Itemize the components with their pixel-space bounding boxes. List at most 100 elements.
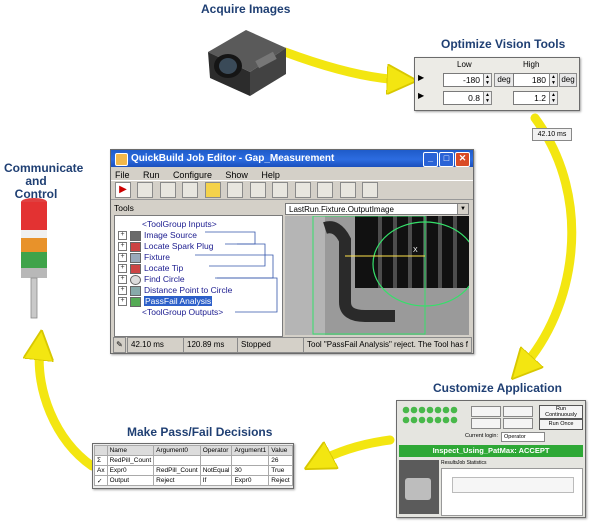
decision-table: Name Argument0 Operator Argument1 Value …: [94, 445, 293, 486]
tree-node[interactable]: +Locate Spark Plug: [118, 241, 282, 252]
close-button[interactable]: ✕: [455, 152, 470, 167]
status-state: Stopped: [237, 337, 304, 353]
menu-configure[interactable]: Configure: [172, 170, 212, 180]
image-selector-dropdown[interactable]: LastRun.Fixture.OutputImage ▼: [285, 203, 469, 215]
camera-icon: [208, 30, 286, 96]
expand-icon: +: [118, 286, 127, 296]
low-angle-spinner[interactable]: ▲▼: [483, 73, 492, 87]
maximize-button[interactable]: □: [439, 152, 454, 167]
expand-icon: +: [118, 231, 127, 241]
timing-readout: 42.10 ms: [532, 128, 572, 141]
camera-icon: [130, 230, 141, 241]
tree-node[interactable]: +Image Source: [118, 230, 282, 241]
arrow-optimize-to-customize: [522, 113, 577, 368]
toolbar-button[interactable]: [182, 182, 199, 198]
sum-icon: Σ: [94, 455, 108, 466]
tree-node[interactable]: +Distance Point to Circle: [118, 285, 282, 296]
column-header: Argument1: [231, 445, 270, 456]
tree-node[interactable]: +Find Circle: [118, 274, 282, 285]
current-login-label: Current login:: [465, 433, 499, 439]
status-time-2: 120.89 ms: [183, 337, 238, 353]
window-titlebar: QuickBuild Job Editor - Gap_Measurement …: [111, 150, 473, 167]
menu-help[interactable]: Help: [261, 170, 280, 180]
menu-file[interactable]: File: [115, 170, 130, 180]
caption-make-pass-fail-decisions: Make Pass/Fail Decisions: [127, 425, 273, 439]
caption-communicate-control: Communicate and Control: [4, 161, 84, 201]
fixture-icon: [130, 252, 141, 263]
expand-icon: +: [118, 242, 127, 252]
tree-node[interactable]: +Locate Tip: [118, 263, 282, 274]
expand-icon: +: [118, 297, 127, 307]
run-continuously-button[interactable]: Run Continuously: [539, 405, 583, 419]
table-row[interactable]: Σ RedPill_Count 26: [94, 455, 293, 466]
inspection-image-view[interactable]: X: [285, 216, 469, 335]
app-button[interactable]: [471, 418, 501, 429]
app-button[interactable]: [503, 406, 533, 417]
toolbar-button[interactable]: [294, 182, 311, 198]
tree-node[interactable]: <ToolGroup Inputs>: [142, 219, 217, 229]
low-angle-field[interactable]: -180: [443, 73, 484, 87]
expression-icon: Ax: [94, 465, 108, 476]
high-angle-spinner[interactable]: ▲▼: [549, 73, 558, 87]
pattern-icon: [130, 241, 141, 252]
table-row[interactable]: Ax Expr0 RedPill_Count NotEqual 30 True: [94, 465, 293, 476]
high-angle-unit: deg: [559, 73, 577, 87]
results-panel: [441, 468, 583, 516]
tab-job-statistics[interactable]: Job Statistics: [457, 460, 487, 466]
arrow-customize-to-decisions: [318, 435, 395, 462]
app-button[interactable]: [503, 418, 533, 429]
status-indicator-grid: [400, 405, 464, 427]
svg-text:X: X: [413, 247, 418, 254]
arrow-acquire-to-optimize: [280, 47, 402, 80]
toolbar-button[interactable]: [317, 182, 334, 198]
toolbar-button[interactable]: [137, 182, 154, 198]
tree-node-selected[interactable]: +PassFail Analysis: [118, 296, 282, 307]
run-icon[interactable]: ▶: [115, 182, 131, 198]
column-header: Operator: [199, 445, 233, 456]
low-scale-spinner[interactable]: ▲▼: [483, 91, 492, 105]
circle-icon: [130, 274, 141, 285]
toolbar-button[interactable]: [339, 182, 356, 198]
toolbar-button[interactable]: [361, 182, 378, 198]
quickbuild-job-editor-window: QuickBuild Job Editor - Gap_Measurement …: [110, 149, 474, 354]
high-angle-field[interactable]: 180: [513, 73, 550, 87]
part-image-thumbnail: [399, 460, 439, 514]
low-angle-unit: deg: [494, 73, 514, 87]
signal-tower-light-icon: [21, 198, 47, 319]
header-high: High: [523, 60, 540, 69]
toolbar-button[interactable]: [159, 182, 176, 198]
chevron-down-icon[interactable]: ▼: [457, 204, 468, 214]
window-title: QuickBuild Job Editor - Gap_Measurement: [131, 153, 335, 164]
caption-acquire-images: Acquire Images: [201, 2, 291, 16]
table-row[interactable]: ✓ Output Reject If Expr0 Reject: [94, 475, 293, 486]
expand-icon: +: [118, 264, 127, 274]
current-login-select[interactable]: Operator: [501, 432, 545, 442]
high-scale-spinner[interactable]: ▲▼: [549, 91, 558, 105]
toolbar-button[interactable]: [272, 182, 289, 198]
menu-show[interactable]: Show: [225, 170, 248, 180]
toolbar-button[interactable]: [249, 182, 266, 198]
tree-node[interactable]: <ToolGroup Outputs>: [142, 307, 224, 317]
status-message: Tool "PassFail Analysis" reject. The Too…: [303, 337, 472, 353]
high-scale-field[interactable]: 1.2: [513, 91, 550, 105]
column-header: Name: [106, 445, 155, 456]
tree-node[interactable]: +Fixture: [118, 252, 282, 263]
menu-run[interactable]: Run: [142, 170, 160, 180]
settings-icon[interactable]: [204, 182, 221, 198]
app-button[interactable]: [471, 406, 501, 417]
minimize-button[interactable]: _: [423, 152, 438, 167]
low-scale-field[interactable]: 0.8: [443, 91, 484, 105]
row-pointer-icon: ▶: [418, 73, 425, 82]
tab-results[interactable]: Results: [441, 460, 458, 466]
arrow-decisions-to-communicate: [39, 345, 97, 471]
tool-connection-lines: [195, 231, 278, 313]
toolbar-button[interactable]: [227, 182, 244, 198]
output-icon: ✓: [94, 475, 108, 486]
tools-tree-panel: <ToolGroup Inputs> +Image Source +Locate…: [114, 215, 283, 337]
status-icon: ✎: [113, 337, 126, 353]
header-low: Low: [457, 60, 472, 69]
run-once-button[interactable]: Run Once: [539, 419, 583, 430]
status-time-1: 42.10 ms: [127, 337, 184, 353]
optimize-parameters-panel: Low High ▶ -180 ▲▼ deg 180 ▲▼ deg ▶ 0.8 …: [414, 57, 580, 111]
column-header: Value: [268, 445, 293, 456]
